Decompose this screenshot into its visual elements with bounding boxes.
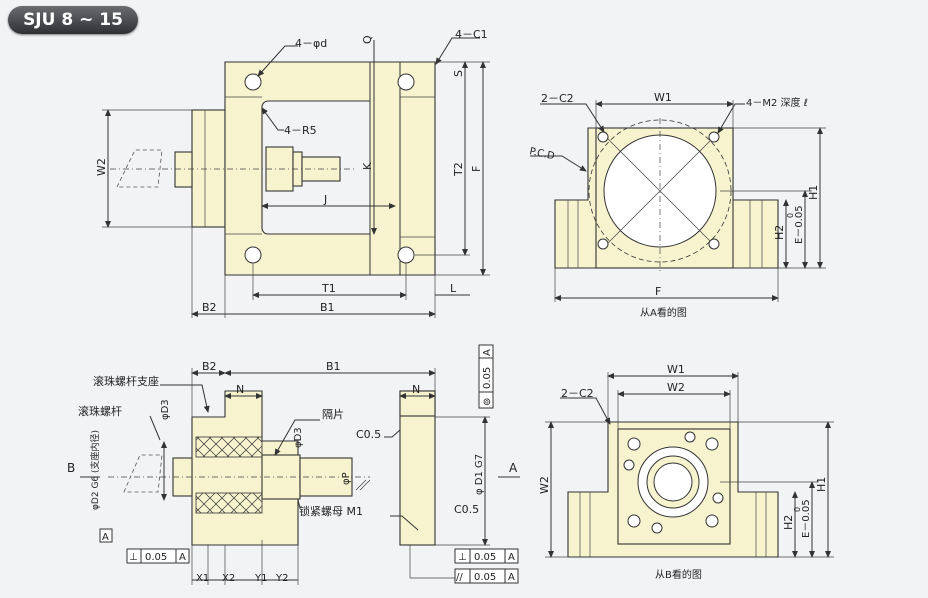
dim-d3-right: φD3: [293, 427, 304, 448]
dim-t2: T2: [452, 162, 465, 177]
dim-y1: Y1: [254, 573, 267, 584]
label-spacer: 隔片: [322, 408, 344, 421]
chamfer-label: 2－C2: [561, 387, 594, 400]
dim-j: J: [323, 193, 327, 206]
dim-d1: φ D1 G7: [474, 454, 485, 495]
tolerance-box-right-2: // 0.05 A: [454, 568, 519, 584]
dim-b1: B1: [326, 360, 341, 373]
dim-s: S: [452, 70, 465, 77]
mount-hole: [397, 246, 415, 264]
tolerance-box-vertical: ⊚ 0.05 A: [478, 344, 494, 409]
dim-d3-left: φD3: [160, 399, 171, 420]
series-badge: SJU 8 ~ 15: [8, 6, 138, 34]
dim-n-right: N: [412, 383, 420, 396]
dim-w1: W1: [654, 91, 672, 104]
bottom-right-view: W1 W2 2－C2 W2 H1 H2 E－0.05 0 从B看的图: [538, 363, 834, 581]
label-c05-top: C0.5: [356, 428, 381, 441]
dim-b2: B2: [202, 360, 217, 373]
dim-e-zero: 0: [793, 507, 802, 512]
dim-h2: H2: [782, 515, 795, 530]
dim-l: L: [450, 282, 457, 295]
svg-text:0.05: 0.05: [145, 552, 167, 563]
dim-d2: φD2 G6 (支座内径): [89, 430, 101, 510]
dim-k: K: [361, 162, 374, 170]
mount-hole: [397, 73, 415, 91]
svg-text:⊥: ⊥: [129, 552, 138, 563]
dim-b1: B1: [320, 301, 335, 314]
mount-hole: [244, 246, 262, 264]
dim-y2: Y2: [275, 573, 288, 584]
svg-text:⊥: ⊥: [458, 552, 467, 563]
flange-block: [191, 109, 226, 228]
dim-w2-vertical: W2: [538, 476, 551, 494]
datum-a: A: [102, 532, 109, 543]
chamfer-label: 4－C1: [455, 28, 488, 41]
section-a-label: A: [509, 461, 518, 475]
svg-text:0.05: 0.05: [482, 367, 493, 389]
dim-t1: T1: [321, 282, 336, 295]
dim-f: F: [655, 285, 661, 298]
dim-e: E－0.05: [801, 499, 812, 538]
view-b-caption: 从B看的图: [655, 568, 702, 581]
section-b-label: B: [67, 461, 75, 475]
top-right-view: 2－C2 W1 4－M2 深度 ℓ P.C.D H1 H2 E－0.05 0 F…: [528, 91, 826, 319]
radius-label: 4－R5: [284, 124, 317, 137]
pcd-label: P.C.D: [528, 146, 556, 162]
holes-label: 4－φd: [295, 37, 327, 50]
svg-text:0.05: 0.05: [474, 572, 496, 583]
dim-x1: X1: [196, 573, 209, 584]
dim-e: E－0.05: [794, 205, 805, 244]
tolerance-box-left: ⊥ 0.05 A: [126, 548, 190, 564]
svg-text:⊚: ⊚: [482, 398, 493, 406]
dim-w1: W1: [667, 363, 685, 376]
label-c05-bottom: C0.5: [454, 503, 479, 516]
bore-b: [653, 462, 693, 502]
svg-text:A: A: [179, 552, 186, 563]
series-title: SJU 8 ~ 15: [23, 10, 123, 30]
dim-h1: H1: [807, 185, 820, 200]
mount-hole: [244, 73, 262, 91]
label-lock-nut: 锁紧螺母 M1: [299, 504, 363, 518]
tap-label: 4－M2 深度 ℓ: [746, 96, 808, 109]
dim-h2: H2: [773, 225, 786, 240]
dim-f: F: [470, 166, 483, 172]
dim-x2: X2: [222, 573, 235, 584]
dim-e-zero: 0: [786, 213, 795, 218]
chamfer-label: 2－C2: [541, 92, 574, 105]
svg-text://: //: [456, 572, 463, 583]
dim-n-left: N: [236, 383, 244, 396]
dim-b2: B2: [202, 301, 217, 314]
svg-text:A: A: [508, 552, 515, 563]
svg-text:0.05: 0.05: [474, 552, 496, 563]
dim-w2: W2: [95, 158, 108, 176]
dim-q: Q: [361, 35, 374, 44]
svg-text:A: A: [482, 349, 493, 356]
bottom-left-view: B2 B1 N N 滚珠螺杆支座 滚珠螺杆 φD3 φD3 隔片 C0.5 C0…: [67, 344, 520, 585]
label-screw: 滚珠螺杆: [78, 404, 122, 418]
view-a-caption: 从A看的图: [640, 306, 687, 319]
dim-h1: H1: [815, 477, 828, 492]
dim-w2: W2: [667, 381, 685, 394]
dim-p: φP: [341, 472, 352, 485]
svg-text:A: A: [508, 572, 515, 583]
tolerance-box-right-1: ⊥ 0.05 A: [454, 548, 519, 564]
top-left-view: 4－φd 4－C1 4－R5 Q S K T2 F W2 J T1 L B2 B…: [95, 28, 490, 318]
label-support: 滚珠螺杆支座: [93, 374, 159, 388]
